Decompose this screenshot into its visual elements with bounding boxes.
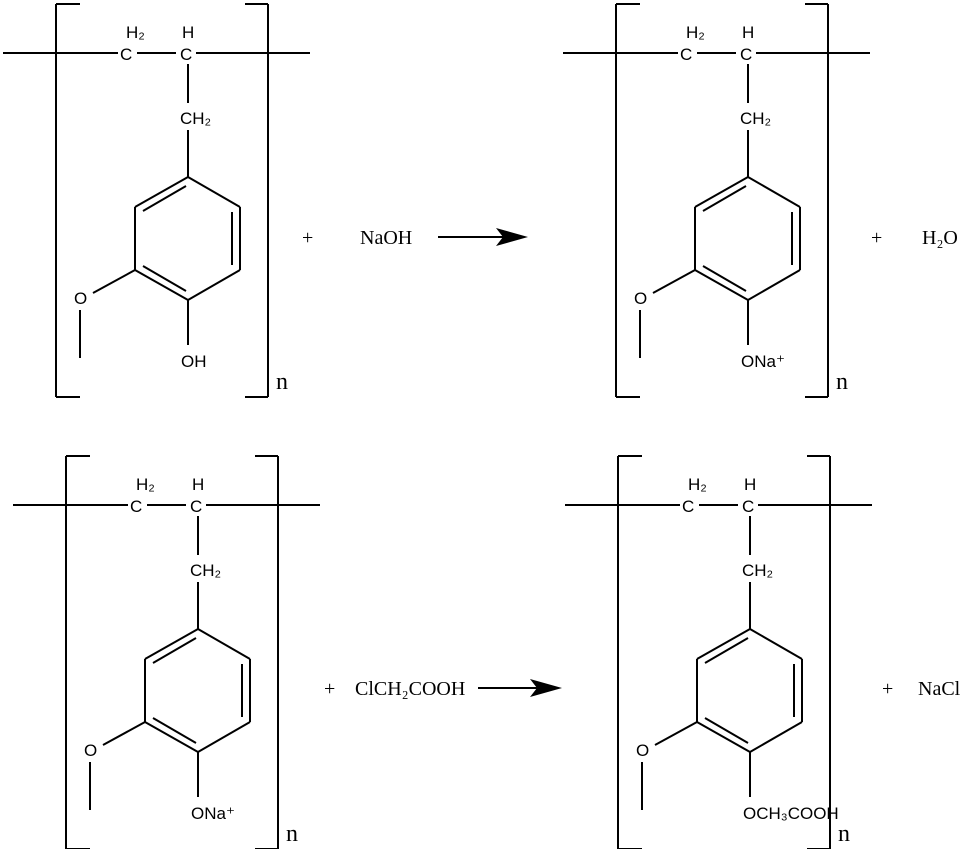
ch2-label: CH₂: [180, 109, 211, 128]
bond-line: [747, 176, 801, 208]
reaction-arrow: [478, 679, 562, 697]
carbon-label: C: [682, 497, 694, 516]
h-label: H: [744, 475, 756, 494]
ch2-label: CH₂: [190, 561, 221, 580]
para-substituent-label: ONa⁺: [191, 804, 235, 823]
bond-line: [92, 269, 136, 294]
h2-label: H₂: [136, 475, 155, 494]
bond-line: [747, 269, 801, 301]
bond-line: [134, 176, 189, 208]
bond-line: [197, 721, 251, 753]
carbon-label: C: [130, 497, 142, 516]
bond-line: [654, 721, 698, 746]
h2-label: H₂: [126, 23, 145, 42]
byproduct-nacl: NaCl: [918, 678, 961, 700]
methoxy-oxygen-label: O: [636, 741, 649, 760]
bond-line: [144, 721, 199, 753]
bond-line: [144, 628, 199, 660]
h2-label: H₂: [686, 23, 705, 42]
bond-line: [102, 721, 146, 746]
plus-sign: +: [882, 678, 893, 700]
bond-line: [704, 717, 749, 744]
bond-line: [694, 269, 749, 301]
bond-line: [702, 185, 747, 212]
repeat-unit-n: n: [838, 821, 850, 847]
plus-sign: +: [302, 227, 313, 249]
bond-line: [704, 637, 749, 664]
bond-line: [696, 628, 751, 660]
reaction-1: + NaOH + H₂O: [302, 227, 958, 249]
methoxy-oxygen-label: O: [74, 289, 87, 308]
bond-line: [142, 185, 187, 212]
ch2-label: CH₂: [740, 109, 771, 128]
repeat-unit-n: n: [286, 821, 298, 847]
bond-line: [749, 628, 803, 660]
bond-line: [134, 269, 189, 301]
bond-line: [152, 637, 197, 664]
bond-line: [187, 176, 241, 208]
reagent-chloroacetic-acid: ClCH₂COOH: [355, 678, 465, 700]
carbon-label: C: [680, 45, 692, 64]
h-label: H: [182, 23, 194, 42]
methoxy-oxygen-label: O: [634, 289, 647, 308]
bond-line: [197, 628, 251, 660]
carbon-label: C: [180, 45, 192, 64]
bond-line: [694, 176, 749, 208]
repeat-unit-n: n: [276, 369, 288, 395]
reaction-arrow: [438, 228, 528, 246]
para-substituent-label: ONa⁺: [741, 352, 785, 371]
ch2-label: CH₂: [742, 561, 773, 580]
bond-line: [187, 269, 241, 301]
methoxy-oxygen-label: O: [84, 741, 97, 760]
bond-line: [152, 717, 197, 744]
carbon-label: C: [120, 45, 132, 64]
carbon-label: C: [740, 45, 752, 64]
bond-line: [749, 721, 803, 753]
reaction-2: + ClCH₂COOH + NaCl: [324, 678, 961, 700]
plus-sign: +: [324, 678, 335, 700]
plus-sign: +: [871, 227, 882, 249]
reagent-naoh: NaOH: [360, 227, 412, 249]
h-label: H: [192, 475, 204, 494]
para-substituent-label: OCH₃COOH: [743, 804, 839, 823]
repeat-unit-n: n: [836, 369, 848, 395]
h2-label: H₂: [688, 475, 707, 494]
h-label: H: [742, 23, 754, 42]
bond-line: [652, 269, 696, 294]
para-substituent-label: OH: [181, 352, 207, 371]
carbon-label: C: [742, 497, 754, 516]
byproduct-water: H₂O: [922, 227, 958, 249]
bond-line: [696, 721, 751, 753]
bond-line: [142, 265, 187, 292]
bond-line: [702, 265, 747, 292]
carbon-label: C: [190, 497, 202, 516]
